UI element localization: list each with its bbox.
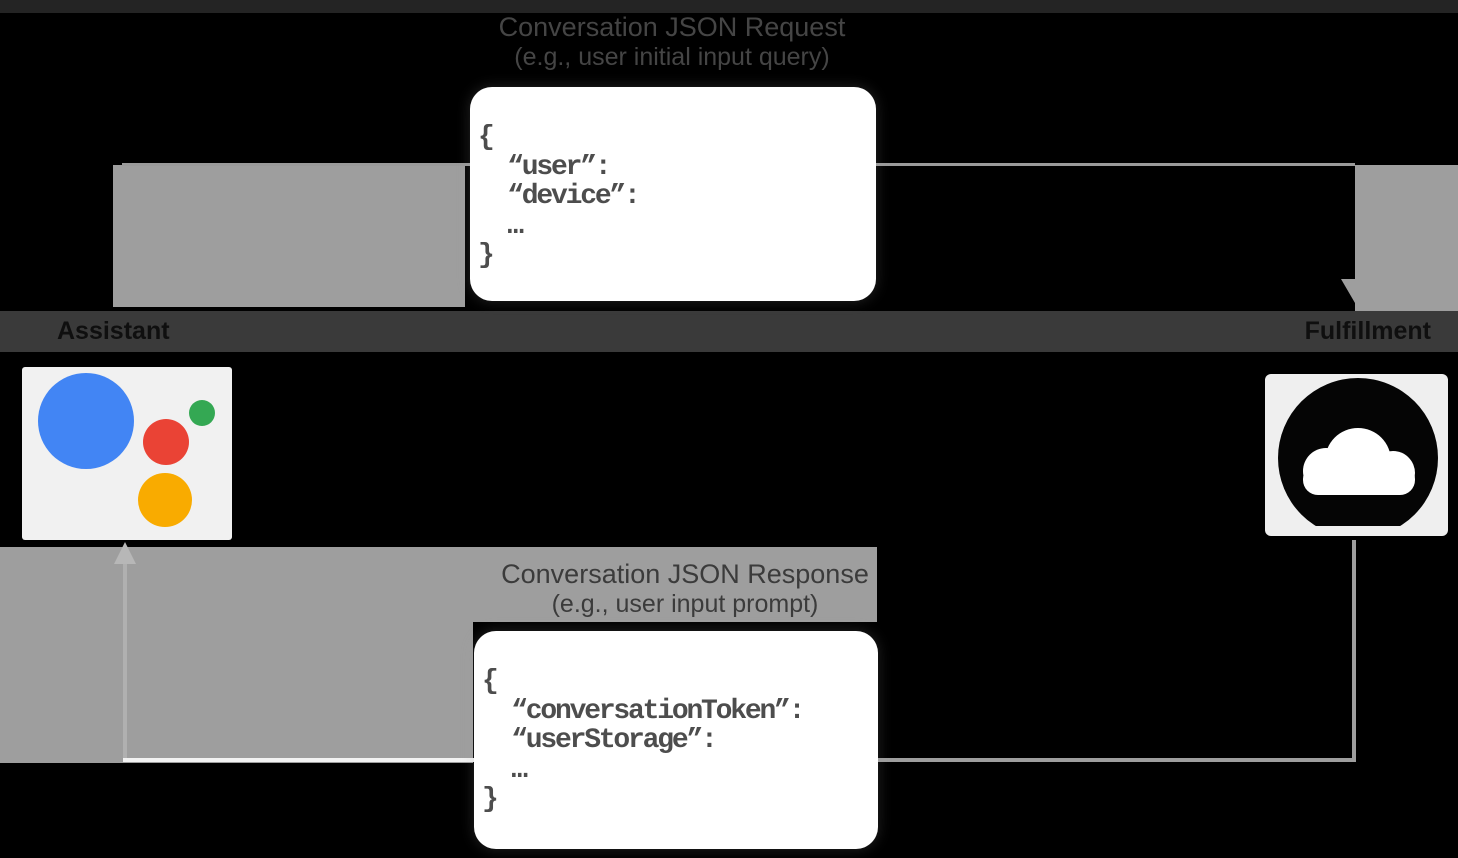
response-json-box: { “conversationToken”: “userStorage”: … … <box>474 631 878 849</box>
response-arrow-line-left <box>123 758 474 762</box>
request-arrow-track-right <box>1355 165 1458 311</box>
response-arrow-line-up <box>123 564 127 758</box>
response-caption: Conversation JSON Response (e.g., user i… <box>405 559 965 619</box>
code-line: “userStorage”: <box>482 725 718 756</box>
arrow-up-icon <box>114 542 136 564</box>
code-line: { <box>478 122 495 153</box>
code-line: “device”: <box>478 181 641 212</box>
cloud-bump-left <box>1303 448 1349 494</box>
fulfillment-label: Fulfillment <box>1304 317 1431 345</box>
code-line: } <box>482 784 499 815</box>
response-caption-line2: (e.g., user input prompt) <box>551 590 819 618</box>
labels-band: Assistant Fulfillment <box>0 311 1458 352</box>
google-cloud-icon <box>1278 378 1438 526</box>
code-line: “user”: <box>478 151 611 183</box>
code-line: “conversationToken”: <box>482 695 805 727</box>
request-arrow-track-left <box>113 165 465 307</box>
cloud-bump-right <box>1371 451 1415 495</box>
response-caption-line1: Conversation JSON Response <box>501 559 869 589</box>
request-caption: Conversation JSON Request (e.g., user in… <box>392 12 952 72</box>
assistant-logo-yellow-circle <box>138 473 192 527</box>
assistant-card <box>22 367 232 540</box>
code-line: } <box>478 240 495 271</box>
arrow-down-icon <box>1341 279 1369 303</box>
response-arrow-track-left <box>0 547 473 763</box>
assistant-label: Assistant <box>57 317 170 345</box>
request-caption-line1: Conversation JSON Request <box>498 12 846 42</box>
request-json-box: { “user”: “device”: … } <box>470 87 876 301</box>
code-line: … <box>478 210 524 242</box>
assistant-logo-green-circle <box>189 400 215 426</box>
response-arrow-line-mid <box>474 758 1356 762</box>
code-line: { <box>482 666 499 697</box>
response-arrow-track-mid <box>473 547 877 622</box>
assistant-logo-red-circle <box>143 419 189 465</box>
assistant-logo-blue-circle <box>38 373 134 469</box>
code-line: … <box>482 754 528 786</box>
top-edge-strip <box>0 0 1458 13</box>
response-arrow-line-right <box>1352 540 1356 762</box>
request-caption-line2: (e.g., user initial input query) <box>514 43 830 71</box>
fulfillment-card <box>1265 374 1448 536</box>
